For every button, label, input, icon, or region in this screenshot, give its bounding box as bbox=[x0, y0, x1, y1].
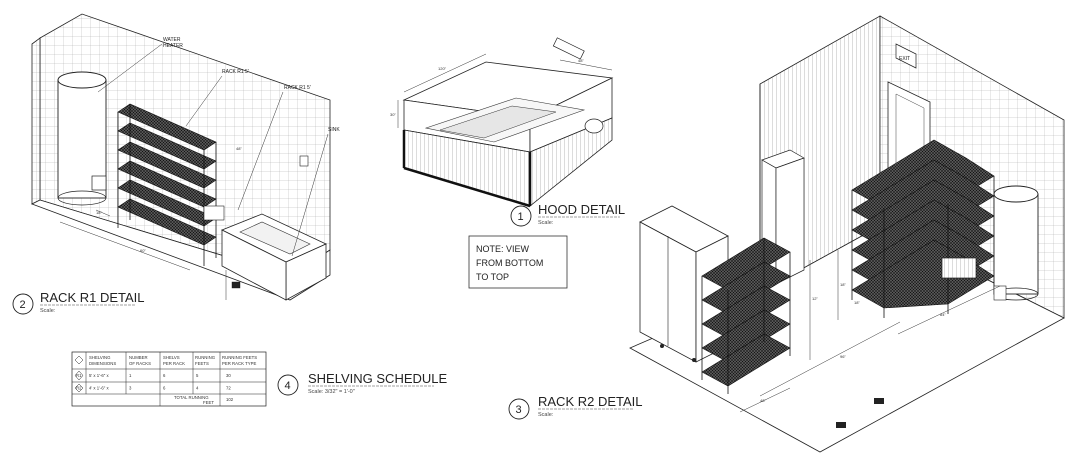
header-feet-2: FEETS bbox=[195, 361, 209, 366]
row-tag-r2: R2 bbox=[76, 386, 82, 391]
cell-r2-per-type: 72 bbox=[226, 386, 231, 391]
cell-r2-feet: 4 bbox=[196, 386, 199, 391]
detail-number-4: 4 bbox=[285, 380, 291, 392]
detail-scale-4: Scale: 3/32" = 1'-0" bbox=[308, 389, 355, 395]
header-dimensions-2: DIMENSIONS bbox=[89, 361, 116, 366]
cell-r1-racks: 1 bbox=[129, 373, 132, 378]
cell-r1-feet: 5 bbox=[196, 373, 199, 378]
header-racks-1: NUMBER bbox=[129, 355, 148, 360]
detail-title-text-4: SHELVING SCHEDULE bbox=[308, 371, 448, 386]
detail-title-4: 4 SHELVING SCHEDULE Scale: 3/32" = 1'-0" bbox=[277, 371, 448, 396]
detail-scale-3: Scale: bbox=[538, 412, 554, 418]
header-shelves-1: SHELVS bbox=[163, 355, 180, 360]
r2-wall-dim: 84" bbox=[940, 312, 946, 317]
detail-scale-1: Scale: bbox=[538, 220, 554, 226]
water-heater-callout-2: HEATER bbox=[163, 43, 183, 49]
row-tag-r1: R1 bbox=[76, 373, 82, 378]
r1-depth-dim: 18" bbox=[96, 210, 102, 215]
hood-height-dim: 30" bbox=[390, 112, 396, 117]
note-line-2: FROM BOTTOM bbox=[476, 258, 543, 268]
sink-callout: SINK bbox=[328, 127, 340, 133]
r2-h2-dim: 18" bbox=[840, 282, 846, 287]
detail-number-1: 1 bbox=[518, 211, 524, 223]
detail-title-2: 2 RACK R1 DETAIL Scale: bbox=[12, 290, 145, 315]
rack-r1-callout-a: RACK R1 5' bbox=[222, 69, 249, 75]
r2-floor-dim: 96" bbox=[840, 354, 846, 359]
note-box: NOTE: VIEW FROM BOTTOM TO TOP bbox=[468, 235, 568, 289]
water-heater-callout-1: WATER bbox=[163, 37, 181, 43]
water-heater bbox=[57, 71, 107, 206]
sink bbox=[203, 155, 327, 301]
detail-title-3: 3 RACK R2 DETAIL Scale: bbox=[508, 394, 643, 420]
total-label-2: FEET bbox=[203, 400, 214, 405]
cell-r1-per-type: 30 bbox=[226, 373, 231, 378]
hood-width-dim: 120" bbox=[438, 66, 447, 71]
water-heater-right bbox=[993, 185, 1039, 301]
header-dimensions-1: SHELVING bbox=[89, 355, 111, 360]
r2-len-dim: 48" bbox=[760, 398, 766, 403]
total-label-1: TOTAL RUNNING bbox=[174, 395, 209, 400]
rack-r1-callout-b: RACK R1 5' bbox=[284, 85, 311, 91]
rack-r1-shelves bbox=[117, 103, 217, 266]
header-feet-1: RUNNING bbox=[195, 355, 216, 360]
note-line-1: NOTE: VIEW bbox=[476, 244, 530, 254]
cell-r2-racks: 3 bbox=[129, 386, 132, 391]
r1-left-wall bbox=[31, 37, 41, 205]
note-line-3: TO TOP bbox=[476, 272, 509, 282]
rack-r2-front-shelves bbox=[701, 237, 791, 394]
detail-number-3: 3 bbox=[516, 404, 522, 416]
hood-detail-drawing: 120" 48" 30" bbox=[390, 37, 614, 208]
detail-number-2: 2 bbox=[20, 299, 26, 311]
header-per-type-1: RUNNING FEETS bbox=[222, 355, 257, 360]
rack-r1-detail-drawing: 60" 18" 48" WATER HEATER RACK R1 5' RACK… bbox=[30, 13, 340, 301]
cell-r2-dimensions: 4' x 1'-6" x bbox=[89, 386, 109, 391]
shelving-schedule-table: R1 R2 SHELVING DIMENSIONS NUMBER OF RACK… bbox=[71, 351, 267, 407]
total-value: 102 bbox=[226, 397, 234, 402]
detail-title-text-1: HOOD DETAIL bbox=[538, 202, 625, 217]
refrigerator-units bbox=[639, 205, 729, 363]
cell-r1-shelves: 6 bbox=[163, 373, 166, 378]
hood-depth-dim: 48" bbox=[578, 58, 584, 63]
exit-sign: EXIT bbox=[895, 43, 917, 69]
header-racks-2: OF RACKS bbox=[129, 361, 151, 366]
r1-sink-dim: 48" bbox=[236, 146, 242, 151]
rack-r2-detail-drawing: EXIT bbox=[629, 15, 1065, 453]
detail-title-text-2: RACK R1 DETAIL bbox=[40, 290, 145, 305]
detail-title-1: 1 HOOD DETAIL Scale: bbox=[510, 202, 625, 227]
header-shelves-2: PER RACK bbox=[163, 361, 185, 366]
r2-dep-dim: 18" bbox=[854, 300, 860, 305]
exit-sign-text: EXIT bbox=[899, 56, 910, 62]
cell-r2-shelves: 6 bbox=[163, 386, 166, 391]
header-per-type-2: PER RACK TYPE bbox=[222, 361, 256, 366]
r2-h1-dim: 12" bbox=[812, 296, 818, 301]
r1-length-dim: 60" bbox=[140, 248, 146, 253]
rack-r2-corner-shelves bbox=[851, 139, 995, 318]
detail-scale-2: Scale: bbox=[40, 308, 56, 314]
detail-title-text-3: RACK R2 DETAIL bbox=[538, 394, 643, 409]
cell-r1-dimensions: 5' x 1'-6" x bbox=[89, 373, 109, 378]
